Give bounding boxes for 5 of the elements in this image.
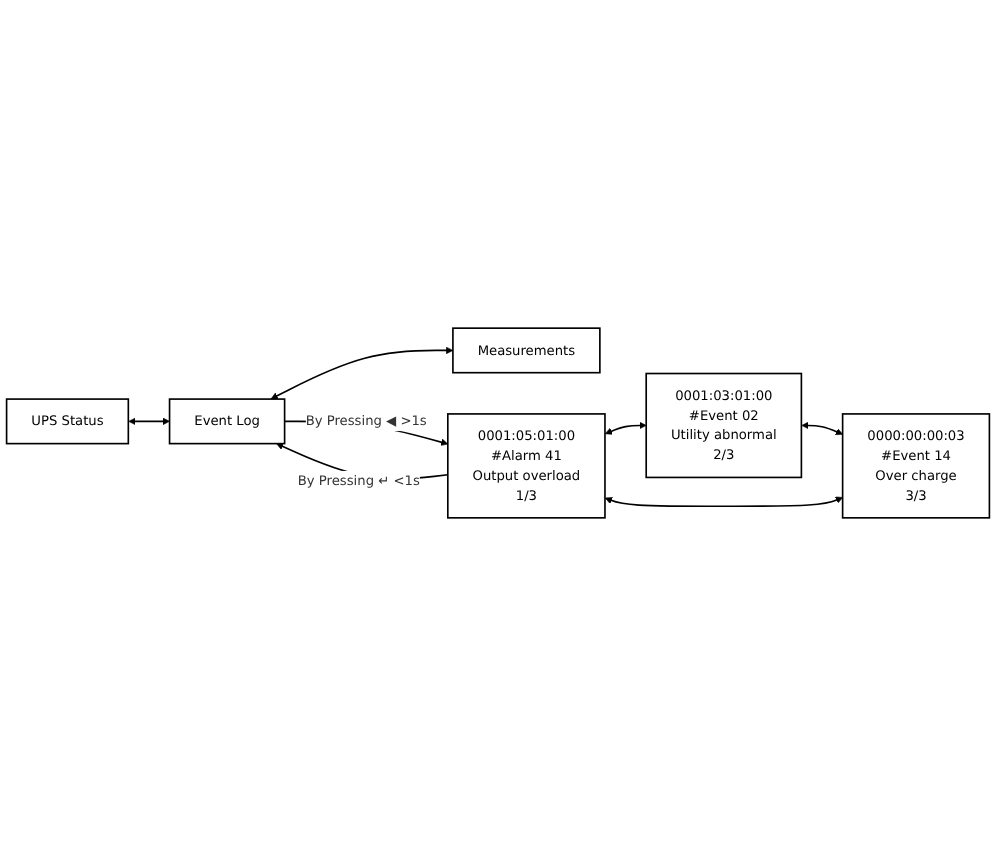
arrow [270, 346, 454, 400]
arrow [128, 417, 170, 425]
arrow [604, 421, 647, 435]
arrow [604, 496, 843, 508]
arrow [801, 421, 843, 436]
